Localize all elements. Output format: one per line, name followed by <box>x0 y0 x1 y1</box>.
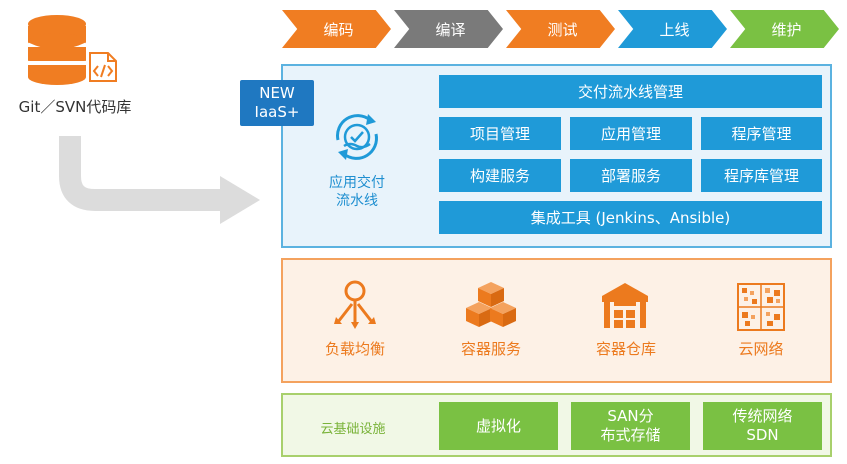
container-service-label: 容器服务 <box>460 340 521 358</box>
stage-compile: 编译 <box>394 10 503 48</box>
delivery-cycle-icon <box>336 114 378 160</box>
build-service-box: 构建服务 <box>439 159 561 192</box>
san-line1: SAN分 <box>607 407 654 425</box>
project-management-box: 项目管理 <box>439 117 561 150</box>
pipeline-management-header: 交付流水线管理 <box>439 75 822 108</box>
cloud-infrastructure-label: 云基础设施 <box>320 422 386 437</box>
program-management-box: 程序管理 <box>701 117 822 150</box>
source-repo-label: Git／SVN代码库 <box>18 98 132 116</box>
container-registry-label: 容器仓库 <box>595 340 656 358</box>
code-file-icon <box>89 52 117 82</box>
application-management-box: 应用管理 <box>570 117 692 150</box>
delivery-pipeline-title: 应用交付 流水线 <box>305 174 409 210</box>
stage-maintain: 维护 <box>730 10 839 48</box>
san-storage-box: SAN分 布式存储 <box>571 402 690 450</box>
new-iaas-badge: NEW IaaS+ <box>240 80 314 126</box>
virtualization-label: 虚拟化 <box>475 416 521 435</box>
database-icon <box>27 15 87 85</box>
badge-new: NEW <box>259 84 295 102</box>
warehouse-icon <box>602 283 648 328</box>
stage-release: 上线 <box>618 10 727 48</box>
virtualization-box: 虚拟化 <box>439 402 558 450</box>
load-balancer-label: 负载均衡 <box>324 340 385 358</box>
pipeline-stages: 编码 编译 测试 上线 维护 <box>282 10 842 48</box>
cloud-network-label: 云网络 <box>738 340 784 358</box>
stage-testing: 测试 <box>506 10 615 48</box>
cloud-network-icon <box>737 283 785 331</box>
integration-tools-box: 集成工具 (Jenkins、Ansible) <box>439 201 822 234</box>
title-line2: 流水线 <box>336 193 378 209</box>
deploy-service-box: 部署服务 <box>570 159 692 192</box>
network-line2: SDN <box>746 426 779 444</box>
san-line2: 布式存储 <box>600 426 661 444</box>
library-management-box: 程序库管理 <box>701 159 822 192</box>
network-line1: 传统网络 <box>732 407 793 425</box>
stage-coding: 编码 <box>282 10 391 48</box>
flow-arrow-icon <box>59 136 260 224</box>
container-boxes-icon <box>466 282 516 327</box>
load-balancer-icon <box>334 280 376 329</box>
network-sdn-box: 传统网络 SDN <box>703 402 822 450</box>
title-line1: 应用交付 <box>329 175 385 191</box>
badge-iaas: IaaS+ <box>254 103 300 121</box>
